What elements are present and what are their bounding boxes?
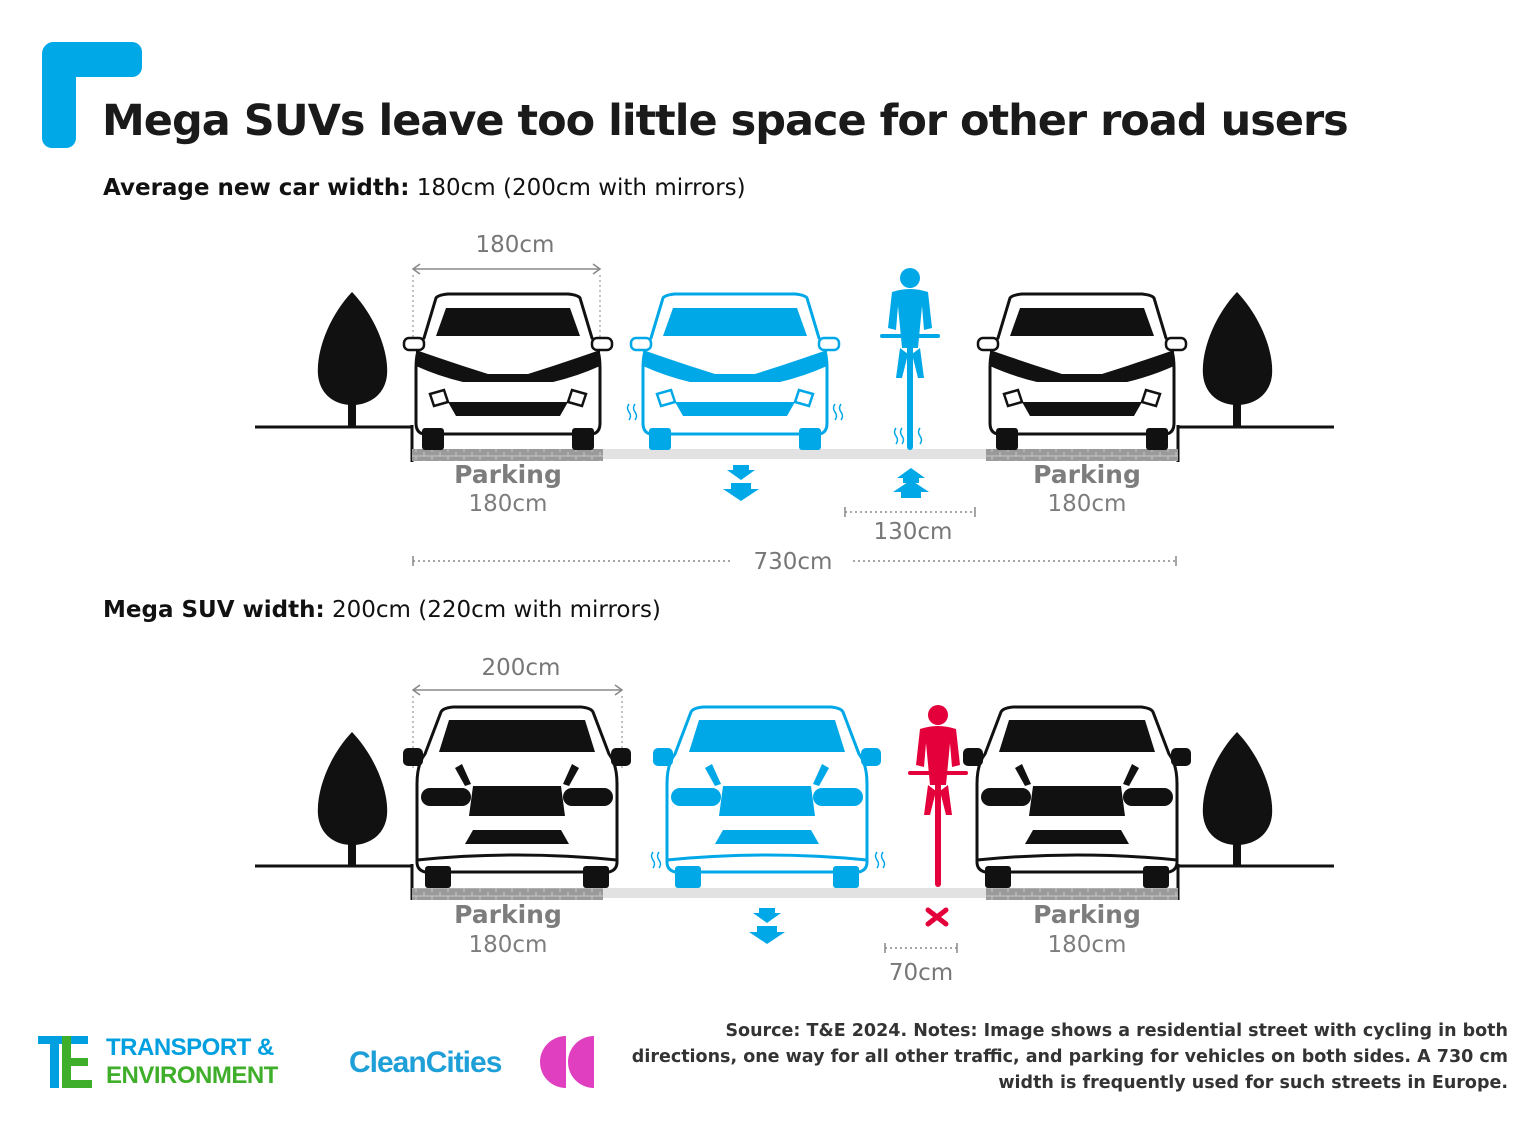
down-arrow-icon [749, 908, 785, 944]
cyclist-icon [880, 268, 940, 450]
parking-label-left: Parking [454, 900, 562, 929]
car-front-icon [976, 292, 1188, 450]
section2-heading: Mega SUV width: 200cm (220cm with mirror… [103, 597, 661, 623]
te-logo-icon [38, 1036, 92, 1088]
parking-width-left: 180cm [468, 932, 548, 958]
cycle-gap-label: 70cm [888, 960, 954, 986]
parking-strip-left [412, 888, 603, 900]
tree-icon [317, 292, 388, 427]
street-diagram-average-car [255, 263, 1334, 566]
parking-strip-left [412, 449, 603, 461]
car-front-icon [403, 705, 631, 888]
cycle-gap-dimension [884, 943, 958, 953]
parking-width-left: 180cm [468, 491, 548, 517]
street-width-label: 730cm [733, 549, 853, 575]
car-width-dimension [411, 263, 602, 340]
parking-width-right: 180cm [1047, 932, 1127, 958]
source-note: Source: T&E 2024. Notes: Image shows a r… [631, 1021, 1508, 1093]
cyclist-icon [908, 705, 968, 887]
cycle-gap-label: 130cm [873, 519, 953, 545]
road-surface [603, 888, 986, 898]
street-diagram-mega-suv [255, 684, 1334, 953]
car-width-label: 200cm [481, 655, 561, 681]
page-title: Mega SUVs leave too little space for oth… [102, 96, 1349, 146]
tree-icon [1202, 292, 1273, 427]
car-front-icon [650, 705, 886, 888]
cycle-gap-dimension [844, 507, 976, 517]
section1-heading: Average new car width: 180cm (200cm with… [103, 175, 746, 201]
tree-icon [317, 732, 388, 866]
te-logo-text: TRANSPORT & ENVIRONMENT [106, 1034, 278, 1089]
parking-label-right: Parking [1033, 900, 1141, 929]
parking-label-right: Parking [1033, 460, 1141, 489]
down-arrow-icon [723, 465, 759, 501]
parking-strip-right [986, 449, 1178, 461]
car-front-icon [963, 705, 1191, 888]
parking-strip-right [986, 888, 1178, 900]
tree-icon [1202, 732, 1273, 866]
car-front-icon [402, 292, 614, 450]
cleancities-quote-icon [540, 1036, 594, 1088]
up-arrow-icon [893, 468, 929, 498]
road-surface [603, 449, 986, 459]
corner-bracket-logo-icon [41, 42, 143, 148]
parking-label-left: Parking [454, 460, 562, 489]
parking-width-right: 180cm [1047, 491, 1127, 517]
cleancities-logo-text: CleanCities [349, 1046, 502, 1079]
car-front-icon [626, 292, 844, 450]
car-width-label: 180cm [475, 232, 555, 258]
cross-icon [925, 907, 949, 927]
